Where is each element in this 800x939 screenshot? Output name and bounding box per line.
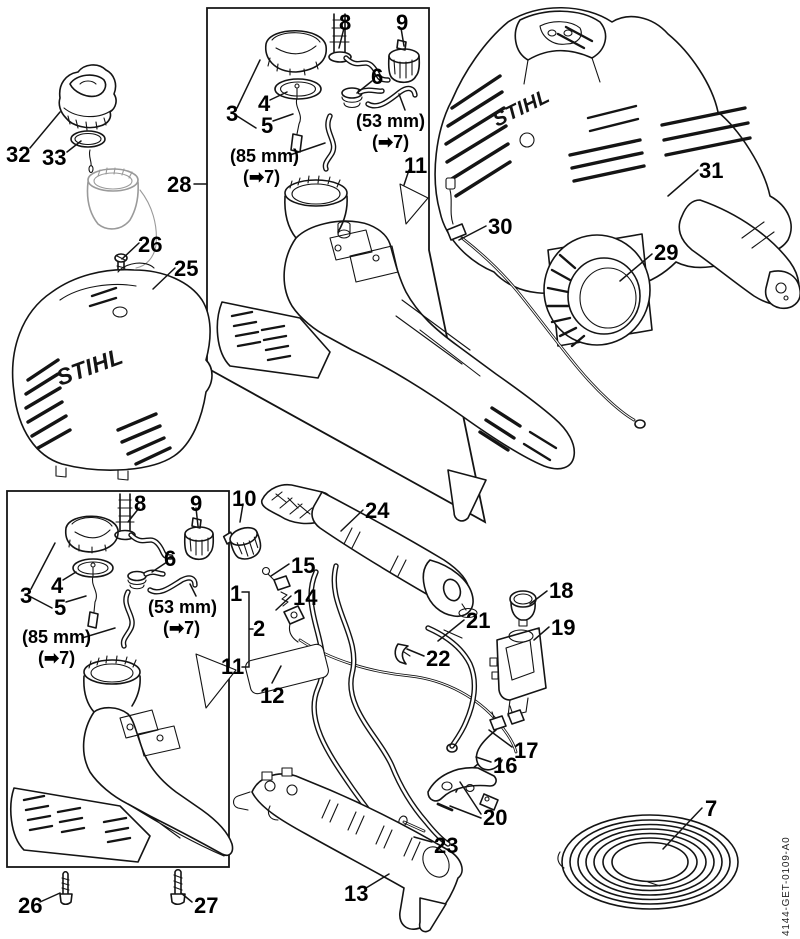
tank-housing-assembly-top-drawing xyxy=(216,175,576,522)
part-label-30: 30 xyxy=(488,214,513,239)
part-label-11-top: 11 xyxy=(404,153,428,178)
grip-tube-24-drawing xyxy=(260,484,478,619)
part-label-5-top: 5 xyxy=(261,113,274,138)
part-label-32: 32 xyxy=(6,142,31,167)
pickup-wire-5-box2-drawing xyxy=(87,562,99,629)
fuel-filter-9-box2-drawing xyxy=(183,517,215,561)
part-label-28: 28 xyxy=(167,172,192,197)
part-label-26-top: 26 xyxy=(138,232,163,257)
hose-85mm-box2-drawing xyxy=(120,589,135,649)
fuel-line-coil-7-drawing xyxy=(557,814,739,910)
part-label-31: 31 xyxy=(699,158,724,183)
tank-cap-3-box2-drawing xyxy=(64,515,119,554)
part-label-14: 14 xyxy=(293,585,318,610)
grommet-6-box2-drawing xyxy=(127,569,166,590)
part-label-85mm-top: (85 mm) xyxy=(230,146,300,166)
screw-27-drawing xyxy=(170,868,186,906)
part-label-9-box2: 9 xyxy=(190,491,203,516)
decal-11-top-drawing xyxy=(399,183,429,225)
part-label-4-top: 4 xyxy=(258,91,271,116)
screw-26-bottom-drawing xyxy=(59,870,73,906)
part-label-8-box2: 8 xyxy=(134,491,147,516)
tank-cap-3-top-drawing xyxy=(265,29,327,76)
o-ring-33-drawing xyxy=(70,130,106,174)
part-label-19: 19 xyxy=(551,615,576,640)
part-label-27: 27 xyxy=(194,893,219,918)
part-label-arrow7-85-top: (➡7) xyxy=(243,167,281,187)
throttle-cable-30-drawing xyxy=(445,177,646,429)
part-label-arrow7-85-box2: (➡7) xyxy=(38,648,76,668)
part-label-22: 22 xyxy=(426,646,451,671)
part-label-5-box2: 5 xyxy=(54,595,67,620)
hose-85mm-top-drawing xyxy=(322,113,337,172)
part-label-6-top: 6 xyxy=(371,64,384,89)
part-label-18: 18 xyxy=(549,578,574,603)
fan-housing-29-drawing xyxy=(543,233,653,348)
part-label-6-box2: 6 xyxy=(164,546,177,571)
part-label-1: 1 xyxy=(230,581,243,606)
part-label-12: 12 xyxy=(260,683,285,708)
part-label-9-top: 9 xyxy=(396,10,409,35)
part-label-53mm-box2: (53 mm) xyxy=(148,597,218,617)
clip-22-drawing xyxy=(394,643,411,665)
part-label-4-box2: 4 xyxy=(51,573,64,598)
part-label-20: 20 xyxy=(483,805,508,830)
tank-neck-shaded-drawing xyxy=(86,167,157,269)
tank-housing-assembly-box2-drawing xyxy=(10,655,234,863)
switch-housing-19-drawing xyxy=(489,627,547,717)
part-label-3-top: 3 xyxy=(226,101,239,126)
fuel-cap-32-drawing xyxy=(58,64,117,131)
drawing-number: 4144-GET-0109-A0 xyxy=(781,836,792,936)
fuel-hose-21-drawing xyxy=(425,625,478,753)
part-label-arrow7-53-top: (➡7) xyxy=(372,132,410,152)
part-label-7: 7 xyxy=(705,796,718,821)
handle-housing-13-drawing xyxy=(232,767,463,933)
leader-lines xyxy=(29,27,703,903)
part-label-26-bottom: 26 xyxy=(18,893,43,918)
cap-18-drawing xyxy=(509,590,537,627)
part-label-33: 33 xyxy=(42,145,67,170)
hose-53mm-top-drawing xyxy=(365,85,418,109)
part-label-53mm-top: (53 mm) xyxy=(356,111,426,131)
part-label-3-box2: 3 xyxy=(20,583,33,608)
vent-valve-8-top-drawing xyxy=(328,13,391,83)
grommet-6-top-drawing xyxy=(341,87,385,109)
pump-10-drawing xyxy=(222,526,262,560)
part-label-8-top: 8 xyxy=(339,10,352,35)
part-label-29: 29 xyxy=(654,240,679,265)
cable-end-14-drawing xyxy=(283,605,518,754)
part-label-10: 10 xyxy=(232,486,257,511)
part-label-16: 16 xyxy=(493,753,518,778)
part-label-2: 2 xyxy=(253,616,266,641)
part-label-17: 17 xyxy=(514,738,539,763)
part-label-24: 24 xyxy=(365,498,390,523)
vent-valve-8-box2-drawing xyxy=(114,493,174,560)
part-label-23: 23 xyxy=(434,833,459,858)
hose-53mm-box2-drawing xyxy=(147,575,198,595)
engine-cover-25-drawing: STIHL xyxy=(11,262,213,481)
part-label-21: 21 xyxy=(466,608,491,633)
part-label-25: 25 xyxy=(174,256,199,281)
part-label-11-box2: 11 xyxy=(221,654,245,679)
part-label-arrow7-53-box2: (➡7) xyxy=(163,618,201,638)
decal-12-drawing xyxy=(245,643,329,695)
part-label-85mm-box2: (85 mm) xyxy=(22,627,92,647)
o-ring-4-top-drawing xyxy=(274,78,322,100)
part-label-13: 13 xyxy=(344,881,369,906)
drive-tube-31-drawing xyxy=(678,199,800,310)
decal-11-box2-drawing xyxy=(195,653,237,709)
part-label-15: 15 xyxy=(291,553,316,578)
screw-15-drawing xyxy=(261,566,291,607)
